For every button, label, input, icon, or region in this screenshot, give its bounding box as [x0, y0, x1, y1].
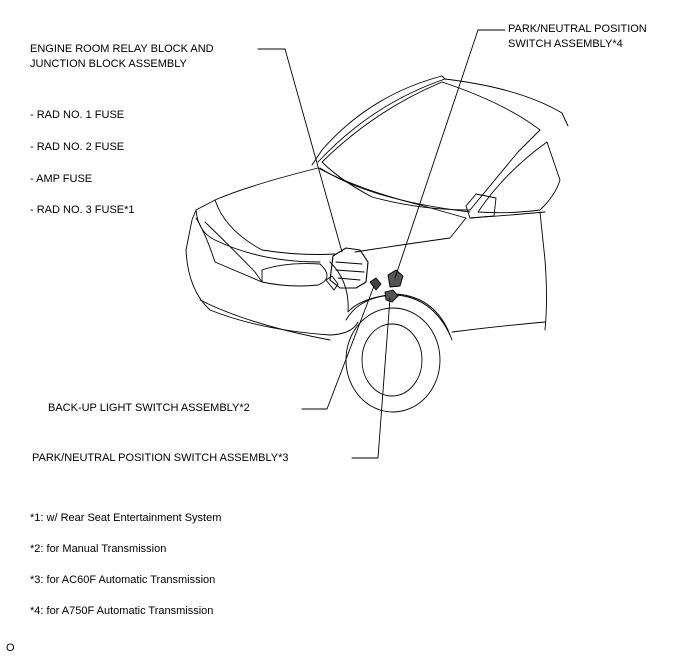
- headlight: [261, 263, 328, 287]
- corner-mark: O: [6, 642, 15, 654]
- front-wheel-inner: [361, 323, 423, 397]
- leader-park-neutral-3: [351, 297, 391, 459]
- footnote-1: *1: w/ Rear Seat Entertainment System: [30, 512, 222, 524]
- roof-inner-line: [317, 78, 446, 163]
- door-front-edge: [539, 211, 547, 331]
- footnote-3: *3: for AC60F Automatic Transmission: [30, 574, 216, 586]
- mirror: [465, 193, 497, 219]
- windshield: [321, 81, 541, 211]
- switch-2: [369, 277, 382, 291]
- bumper-lower: [199, 299, 331, 341]
- footnote-4: *4: for A750F Automatic Transmission: [30, 605, 214, 617]
- relay-block-detail: [335, 261, 365, 281]
- park-neutral-3-label: PARK/NEUTRAL POSITION SWITCH ASSEMBLY*3: [32, 452, 289, 464]
- relay-block: [329, 247, 369, 289]
- leader-backup-light: [301, 285, 375, 410]
- relay-block-label-line2: JUNCTION BLOCK ASSEMBLY: [30, 58, 187, 70]
- backup-light-switch-label: BACK-UP LIGHT SWITCH ASSEMBLY*2: [48, 402, 250, 414]
- side-body-line: [469, 211, 546, 219]
- hood-outline: [195, 167, 467, 253]
- relay-block-connector: [325, 275, 339, 291]
- wheel-arch: [345, 294, 451, 336]
- door-lower-line: [451, 321, 546, 333]
- windshield-wiper-area: [319, 167, 471, 213]
- park-neutral-4-label-line2: SWITCH ASSEMBLY*4: [508, 38, 623, 50]
- fuse-rad-no1-label: - RAD NO. 1 FUSE: [30, 109, 125, 121]
- leader-relay-block: [257, 48, 343, 253]
- roof-outline: [311, 75, 569, 166]
- front-face: [185, 209, 197, 251]
- fuse-amp-label: - AMP FUSE: [30, 173, 93, 185]
- switch-3: [384, 289, 399, 303]
- bumper-line: [185, 249, 359, 336]
- fuse-rad-no3-label: - RAD NO. 3 FUSE*1: [30, 204, 135, 216]
- fender: [329, 261, 453, 341]
- switch-4: [387, 269, 404, 288]
- hood-crease: [214, 199, 336, 255]
- leader-park-neutral-4: [394, 29, 506, 279]
- footnote-2: *2: for Manual Transmission: [30, 543, 167, 555]
- fuse-rad-no2-label: - RAD NO. 2 FUSE: [30, 141, 125, 153]
- grille-outline: [195, 217, 263, 283]
- relay-block-label-line1: ENGINE ROOM RELAY BLOCK AND: [30, 43, 214, 55]
- park-neutral-4-label-line1: PARK/NEUTRAL POSITION: [508, 23, 647, 35]
- side-window: [477, 141, 561, 214]
